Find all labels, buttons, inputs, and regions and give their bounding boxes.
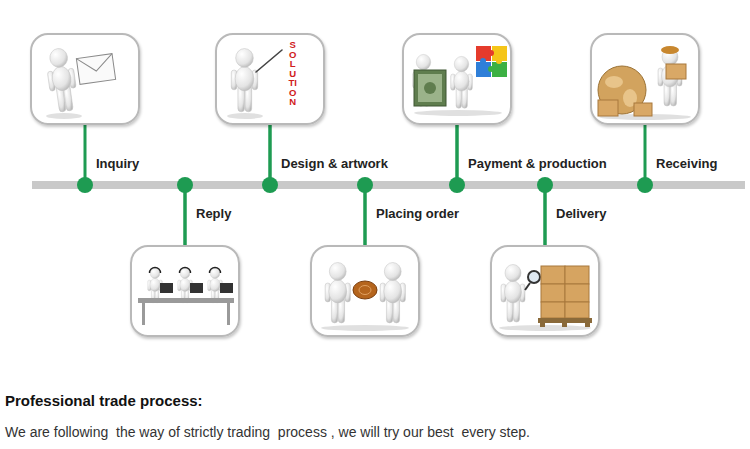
delivery-illustration-part bbox=[528, 271, 540, 283]
reply-illustration-part bbox=[160, 283, 173, 293]
step-label: Delivery bbox=[556, 206, 607, 221]
money-stack bbox=[414, 70, 446, 106]
reply-illustration-part bbox=[190, 283, 203, 293]
timeline-dots bbox=[77, 177, 653, 193]
step-label-wrap: Payment & production bbox=[468, 154, 607, 172]
receiving-illustration-part bbox=[666, 64, 686, 79]
inquiry-illustration-part bbox=[46, 113, 82, 119]
label-wrap: SOLUTION bbox=[288, 40, 298, 107]
step-label-wrap: Receiving bbox=[656, 154, 717, 172]
puzzle-pieces-part bbox=[496, 58, 502, 64]
design-illustration-part bbox=[256, 50, 282, 72]
box-stack-part bbox=[541, 266, 565, 284]
puzzle-pieces-part bbox=[488, 50, 494, 56]
timeline-dots-part bbox=[262, 177, 278, 193]
inquiry-illustration bbox=[44, 47, 115, 119]
step-box: Payment & production bbox=[402, 33, 512, 125]
money-stack-part bbox=[418, 74, 442, 102]
timeline-dots-part bbox=[637, 177, 653, 193]
step-label: Receiving bbox=[656, 156, 717, 171]
box-stack-part bbox=[565, 266, 589, 284]
inquiry-illustration-part bbox=[44, 47, 79, 113]
step-box: Reply bbox=[130, 245, 240, 337]
box-stack bbox=[541, 266, 589, 318]
step-label-wrap: Delivery bbox=[556, 204, 607, 222]
reply-illustration-part bbox=[220, 283, 233, 293]
reply-illustration-part bbox=[180, 268, 191, 274]
payment-illustration bbox=[413, 46, 507, 116]
delivery-illustration bbox=[499, 265, 592, 332]
reply-illustration-part bbox=[142, 303, 145, 325]
reply-illustration-part bbox=[138, 298, 234, 303]
section-title: Professional trade process: bbox=[5, 392, 203, 409]
puzzle-pieces bbox=[476, 46, 507, 77]
step-box: Delivery bbox=[490, 245, 600, 337]
box-stack-part bbox=[565, 284, 589, 302]
receiving-illustration-part bbox=[598, 100, 618, 116]
box-stack-part bbox=[565, 302, 589, 318]
body-caption: We are following the way of strictly tra… bbox=[5, 424, 530, 440]
order-illustration-part bbox=[380, 263, 405, 323]
reply-illustration-part bbox=[227, 303, 230, 325]
order-illustration bbox=[321, 263, 409, 331]
payment-illustration-part bbox=[451, 56, 473, 108]
text-wrap: Professional trade process: bbox=[5, 392, 203, 410]
step-box: Receiving bbox=[590, 33, 700, 125]
step-label: Placing order bbox=[376, 206, 459, 221]
timeline-dots-part bbox=[77, 177, 93, 193]
envelope-icon-part bbox=[76, 54, 115, 85]
step-label: Reply bbox=[196, 206, 231, 221]
design-illustration-part bbox=[227, 113, 263, 119]
step-label-wrap: Reply bbox=[196, 204, 231, 222]
money-stack-part bbox=[424, 82, 436, 94]
step-label: Payment & production bbox=[468, 156, 607, 171]
payment-illustration-part bbox=[414, 110, 502, 116]
timeline-dots-part bbox=[177, 177, 193, 193]
step-label-wrap: Design & artwork bbox=[281, 154, 388, 172]
order-illustration-part bbox=[321, 325, 409, 331]
box-stack-part bbox=[541, 302, 565, 318]
puzzle-pieces-part bbox=[488, 66, 494, 72]
delivery-illustration-part bbox=[538, 318, 592, 323]
timeline-dots-part bbox=[357, 177, 373, 193]
reply-illustration bbox=[138, 268, 234, 326]
step-box: Placing order bbox=[310, 245, 420, 337]
reply-illustration-part bbox=[210, 268, 221, 274]
reply-illustration-part bbox=[150, 268, 161, 274]
step-box: Design & artwork bbox=[215, 33, 325, 125]
delivery-illustration-part bbox=[585, 323, 590, 327]
step-box: Inquiry bbox=[30, 33, 140, 125]
box-stack-part bbox=[541, 284, 565, 302]
design-illustration-part bbox=[231, 49, 257, 112]
envelope-icon-part bbox=[76, 54, 114, 74]
order-illustration-part bbox=[359, 286, 371, 295]
step-label-wrap: Inquiry bbox=[96, 154, 139, 172]
step-label: Inquiry bbox=[96, 156, 139, 171]
timeline-dots-part bbox=[537, 177, 553, 193]
text-wrap: We are following the way of strictly tra… bbox=[5, 423, 530, 441]
receiving-illustration-part bbox=[661, 46, 679, 54]
step-label-wrap: Placing order bbox=[376, 204, 459, 222]
delivery-illustration-part bbox=[501, 265, 525, 323]
receiving-illustration bbox=[598, 46, 691, 120]
envelope-icon bbox=[76, 54, 115, 85]
money-stack-part bbox=[414, 70, 446, 106]
receiving-illustration-part bbox=[605, 76, 623, 88]
design-illustration bbox=[227, 49, 282, 119]
receiving-illustration-part bbox=[634, 103, 652, 116]
step-label: Design & artwork bbox=[281, 156, 388, 171]
delivery-illustration-part bbox=[562, 323, 567, 327]
timeline-dots-part bbox=[449, 177, 465, 193]
delivery-illustration-part bbox=[540, 323, 545, 327]
order-illustration-part bbox=[353, 281, 377, 299]
delivery-illustration-part bbox=[525, 283, 530, 290]
puzzle-pieces-part bbox=[480, 58, 486, 64]
sign-lettering: SOLUTION bbox=[288, 40, 298, 107]
order-illustration-part bbox=[325, 263, 350, 323]
puzzle-pieces-part bbox=[492, 62, 507, 77]
